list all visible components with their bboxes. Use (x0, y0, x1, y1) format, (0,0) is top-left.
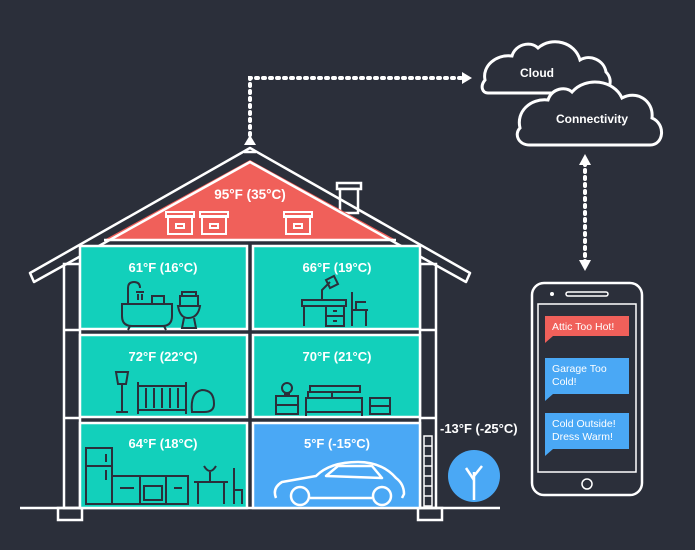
message-bubble[interactable]: Attic Too Hot! (545, 316, 629, 343)
stove-icon (111, 475, 189, 505)
chair-icon (351, 292, 368, 326)
message-bubble-bg (545, 316, 629, 336)
message-bubble-tail (545, 449, 553, 456)
room-bedroom (78, 333, 249, 419)
lamp-icon (321, 274, 340, 300)
living-temp: 70°F (21°C) (303, 349, 372, 364)
message-bubble-bg (545, 358, 629, 394)
attic-temp: 95°F (35°C) (214, 187, 286, 202)
message-text: Garage Too (552, 363, 607, 375)
outside-temp: -13°F (-25°C) (440, 421, 518, 436)
message-text: Cold! (552, 376, 577, 388)
bathtub-icon (121, 280, 173, 331)
bed-icon (305, 385, 363, 416)
roof (28, 146, 472, 284)
connector-house-cloud (248, 76, 464, 137)
bathroom-temp: 61°F (16°C) (129, 260, 198, 275)
dining-table-icon (194, 465, 243, 504)
desk-icon (301, 299, 347, 327)
toilet-icon (176, 291, 202, 329)
garage-temp: 5°F (-15°C) (304, 436, 370, 451)
box-icon (165, 211, 313, 235)
nightstand-icon (275, 382, 391, 415)
message-bubble-tail (545, 336, 553, 343)
message-bubble[interactable]: Cold Outside!Dress Warm! (545, 413, 629, 456)
arrow-up-cloud (579, 154, 591, 165)
cloud-icon (480, 40, 612, 95)
room-living (251, 333, 422, 419)
car-icon (273, 460, 406, 507)
message-bubble-bg (545, 413, 629, 449)
cloud-label: Cloud (520, 66, 554, 80)
message-text: Cold Outside! (552, 418, 616, 430)
attic-space (104, 160, 396, 240)
connectivity-label: Connectivity (556, 112, 628, 126)
message-text: Attic Too Hot! (552, 321, 614, 333)
bedroom-temp: 72°F (22°C) (129, 349, 198, 364)
cloud-icon (515, 80, 663, 147)
outside-thermometer (423, 435, 433, 507)
office-temp: 66°F (19°C) (303, 260, 372, 275)
arrow-down-phone (579, 260, 591, 271)
message-bubble-tail (545, 394, 553, 401)
tree-icon (448, 450, 500, 502)
message-text: Dress Warm! (552, 431, 613, 443)
crib-icon (137, 382, 187, 414)
arrow-up-house (244, 135, 256, 145)
arrow-right-cloud (462, 72, 472, 84)
room-office (251, 244, 422, 331)
beanbag-icon (190, 388, 216, 413)
lamp-icon (114, 371, 130, 413)
room-bathroom (78, 244, 249, 331)
room-kitchen (78, 421, 249, 510)
kitchen-temp: 64°F (18°C) (129, 436, 198, 451)
